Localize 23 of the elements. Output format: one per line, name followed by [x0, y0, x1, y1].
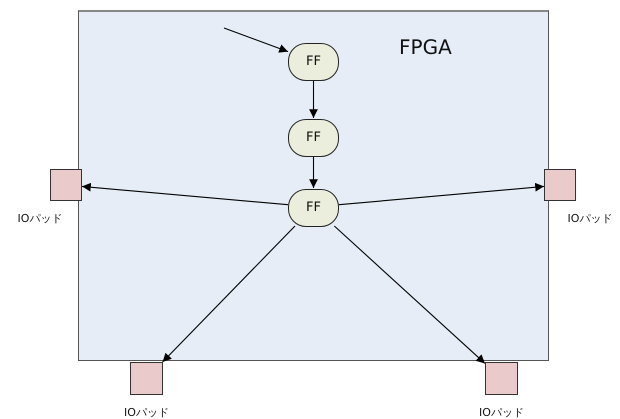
pad-label: IOパッド: [18, 211, 62, 227]
pad-label: IOパッド: [568, 211, 612, 227]
node-label: FF: [306, 53, 321, 72]
flip-flop-node: [288, 119, 339, 157]
chip-box: [78, 10, 549, 361]
io-pad: [50, 169, 82, 201]
arrow: [338, 182, 544, 206]
flip-flop-node: [288, 43, 339, 81]
pad-label: IOパッド: [479, 405, 524, 419]
arrow: [82, 182, 288, 206]
node-label: FF: [306, 129, 321, 148]
chip-label: FPGA: [399, 34, 452, 61]
flip-flop-node: [288, 189, 339, 227]
arrow: [309, 80, 318, 118]
arrow: [309, 156, 318, 188]
io-pad: [544, 169, 576, 201]
node-label: FF: [306, 199, 321, 218]
io-pad: [130, 362, 163, 395]
arrow: [224, 27, 288, 53]
io-pad: [485, 362, 518, 395]
arrow: [334, 226, 486, 364]
pad-label: IOパッド: [124, 405, 169, 419]
arrow: [162, 226, 296, 362]
